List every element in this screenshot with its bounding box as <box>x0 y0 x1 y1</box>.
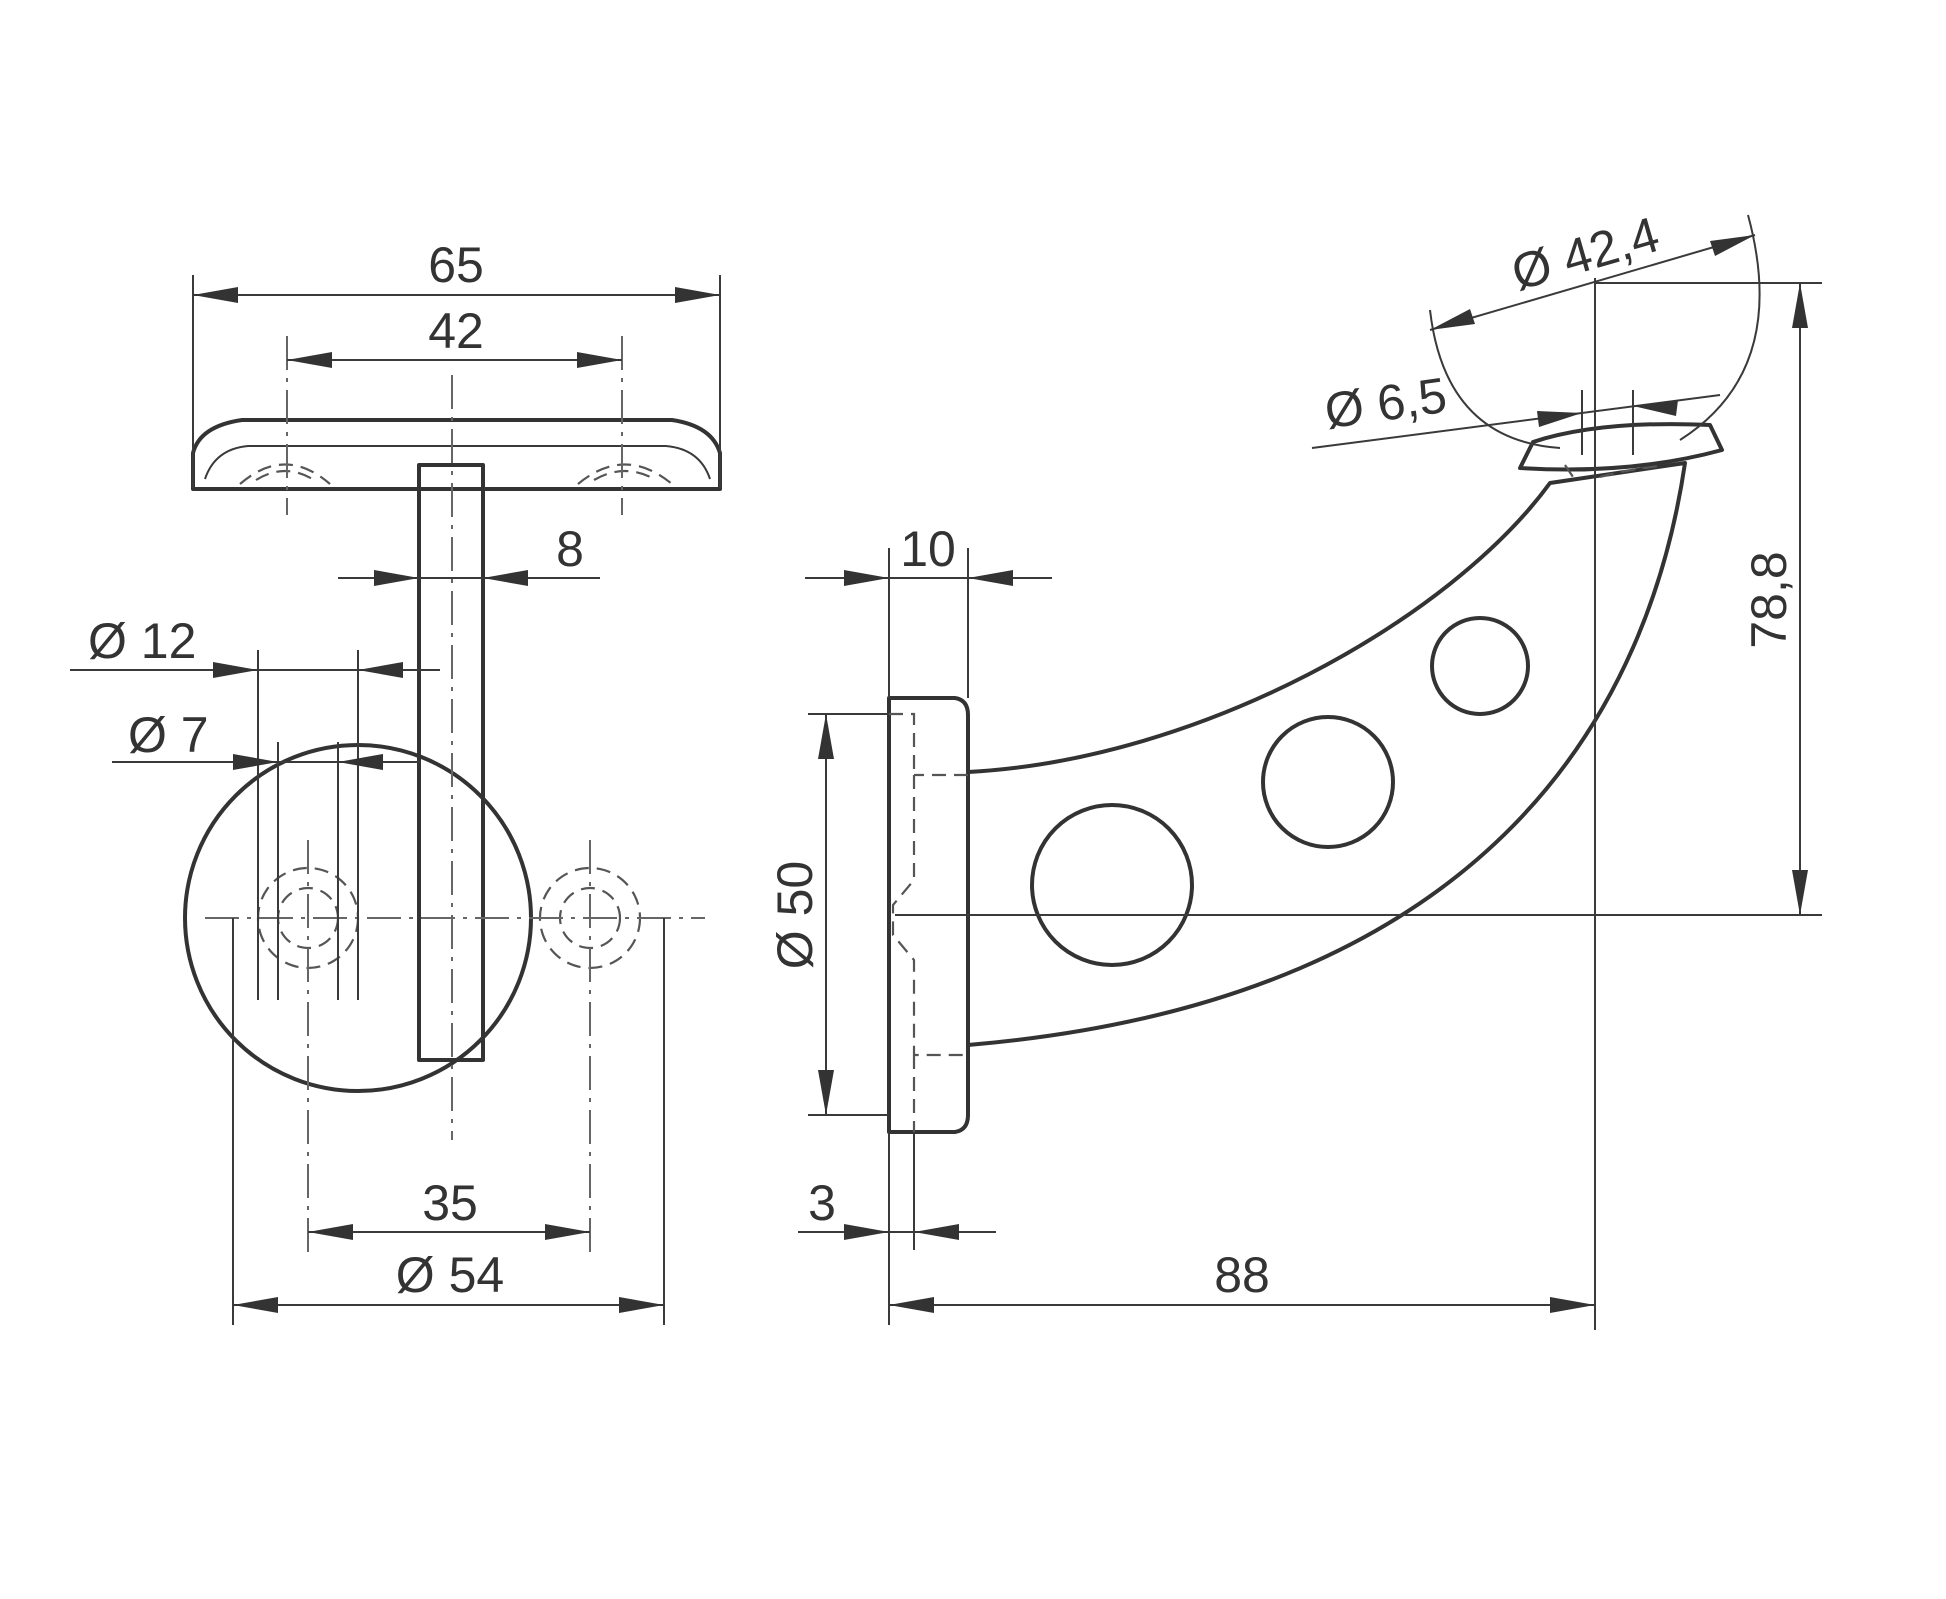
side-view <box>887 214 1822 1330</box>
arm-hole-large <box>1030 803 1194 967</box>
dim-plate-width: 65 <box>428 237 484 293</box>
dimension-line-dia-42-4 <box>1429 234 1756 331</box>
rail-saddle-outline <box>1518 422 1724 472</box>
flange-outline <box>887 696 970 1134</box>
dim-flange-diameter: Ø 50 <box>767 861 823 969</box>
flange-recess-hidden <box>889 712 968 1132</box>
dim-recess-depth: 3 <box>808 1175 836 1231</box>
dim-rail-diameter: Ø 42,4 <box>1505 206 1665 301</box>
dim-height: 78,8 <box>1741 551 1797 648</box>
dim-hole-diameter: Ø 7 <box>128 707 209 763</box>
rail-saddle-hidden-screw <box>1564 464 1661 481</box>
dim-projection: 88 <box>1214 1247 1270 1303</box>
saddle-plate-inner-line <box>204 445 711 480</box>
saddle-countersink-left <box>239 463 331 485</box>
side-view-dimensions: 10 Ø 50 3 88 78,8 Ø 42,4 <box>767 206 1808 1325</box>
saddle-countersink-right <box>577 463 673 485</box>
dim-counterbore-diameter: Ø 12 <box>88 613 196 669</box>
saddle-plate-outline <box>191 418 722 491</box>
dim-screw-hole-diameter: Ø 6,5 <box>1321 367 1450 439</box>
front-view <box>183 336 722 1258</box>
dim-base-diameter: Ø 54 <box>396 1247 504 1303</box>
arm-hole-medium <box>1261 715 1395 849</box>
handrail-arc <box>1429 214 1761 449</box>
dim-flange-thickness: 10 <box>900 521 956 577</box>
dim-hole-spacing-bottom: 35 <box>422 1175 478 1231</box>
arm-outline <box>966 461 1687 1047</box>
front-view-dimensions: 65 42 8 Ø 12 Ø 7 35 <box>70 237 721 1325</box>
dim-stem-width: 8 <box>556 521 584 577</box>
dim-hole-spacing-top: 42 <box>428 303 484 359</box>
arm-hole-small <box>1430 616 1530 716</box>
